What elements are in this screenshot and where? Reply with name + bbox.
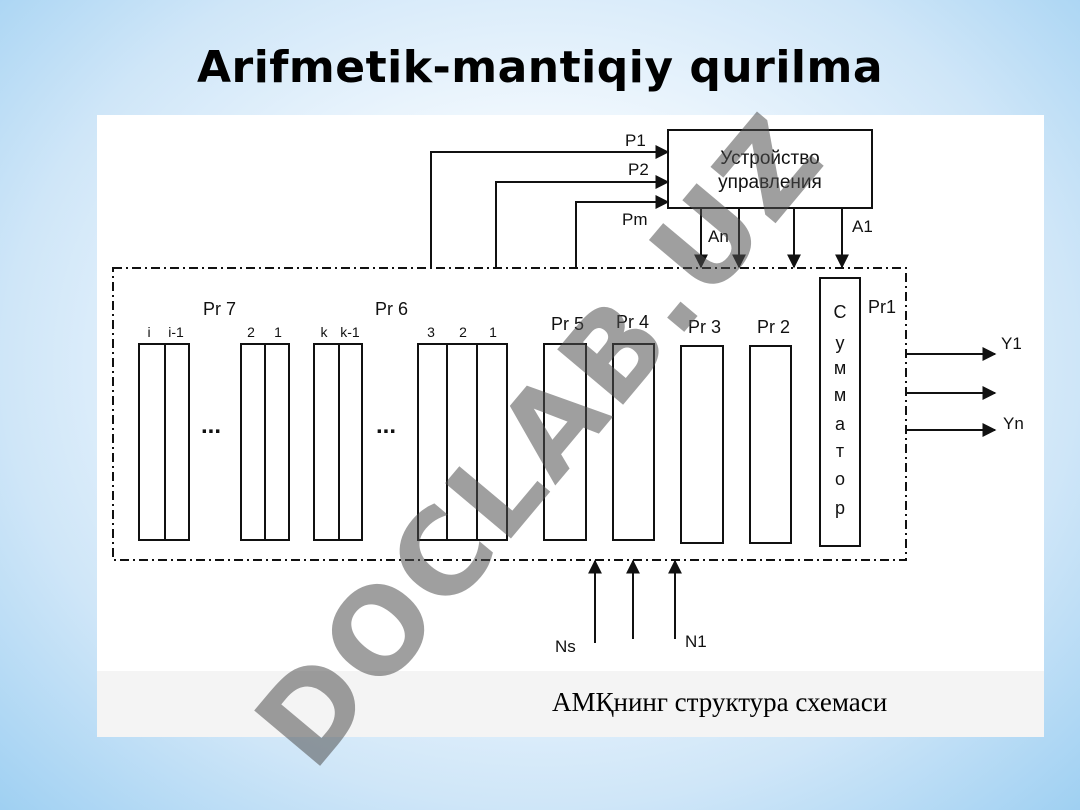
alu-boundary (112, 267, 907, 561)
register-pr6-cell-k-1 (338, 343, 363, 541)
signal-label-a1: A1 (852, 217, 873, 236)
adder-letter-4: м (834, 385, 846, 405)
control-unit-label-line2: управления (718, 172, 822, 193)
register-pr5 (543, 343, 587, 541)
slide-title: Arifmetik-mantiqiy qurilma (196, 42, 884, 93)
register-pr7-cell-1 (264, 343, 290, 541)
input-label-n1: N1 (685, 632, 707, 651)
adder-letter-3: м (834, 358, 846, 378)
register-pr2 (749, 345, 792, 544)
input-label-ns: Ns (555, 637, 576, 656)
diagram-panel: Устройство управления P1 P2 Pm An A1 Pr … (97, 115, 1044, 737)
output-label-y1: Y1 (1001, 334, 1022, 353)
ellipsis-pr6: ... (376, 412, 396, 439)
signal-label-p1: P1 (625, 131, 646, 150)
ellipsis-pr7: ... (201, 412, 221, 439)
signal-label-p2: P2 (628, 160, 649, 179)
register-label-pr4: Pr 4 (616, 312, 649, 332)
register-pr4 (612, 343, 655, 541)
signal-label-an: An (708, 227, 729, 246)
adder-box (819, 277, 861, 547)
register-label-pr1: Pr1 (868, 297, 896, 317)
alu-structure-diagram: Устройство управления P1 P2 Pm An A1 Pr … (112, 129, 1024, 656)
register-label-pr3: Pr 3 (688, 317, 721, 337)
register-label-pr2: Pr 2 (757, 317, 790, 337)
bit-label-2b: 2 (459, 324, 467, 340)
adder-letter-7: о (835, 469, 845, 489)
register-pr6-cell-1 (476, 343, 508, 541)
adder-letter-2: у (836, 333, 845, 353)
adder-letter-8: р (835, 498, 845, 518)
feedback-line-pm (575, 195, 670, 268)
feedback-line-p1 (430, 145, 670, 268)
feedback-line-p2 (495, 175, 670, 268)
adder-letter-5: а (835, 414, 846, 434)
register-pr7-cell-2 (240, 343, 266, 541)
bit-label-i: i (147, 324, 150, 340)
register-pr6-cell-3 (417, 343, 448, 541)
register-pr6-cell-k (313, 343, 340, 541)
signal-label-pm: Pm (622, 210, 648, 229)
control-unit-box (667, 129, 873, 209)
adder-letter-6: т (836, 441, 844, 461)
bit-label-k-1: k-1 (340, 324, 360, 340)
register-label-pr5: Pr 5 (551, 314, 584, 334)
adder-letter-1: С (834, 302, 847, 322)
caption-strip (97, 671, 1044, 737)
register-label-pr7: Pr 7 (203, 299, 236, 319)
register-pr3 (680, 345, 724, 544)
register-pr7-cell-i (138, 343, 166, 541)
bit-label-1b: 1 (489, 324, 497, 340)
diagram-caption: АМҚнинг структура схемаси (552, 687, 888, 717)
bit-label-i-1: i-1 (168, 324, 184, 340)
control-unit-label-line1: Устройство (720, 148, 819, 169)
register-pr6-cell-2 (446, 343, 478, 541)
bit-label-2a: 2 (247, 324, 255, 340)
bit-label-3: 3 (427, 324, 435, 340)
register-pr7-cell-i-1 (164, 343, 190, 541)
bit-label-k: k (321, 324, 329, 340)
output-label-yn: Yn (1003, 414, 1024, 433)
bit-label-1a: 1 (274, 324, 282, 340)
register-label-pr6: Pr 6 (375, 299, 408, 319)
